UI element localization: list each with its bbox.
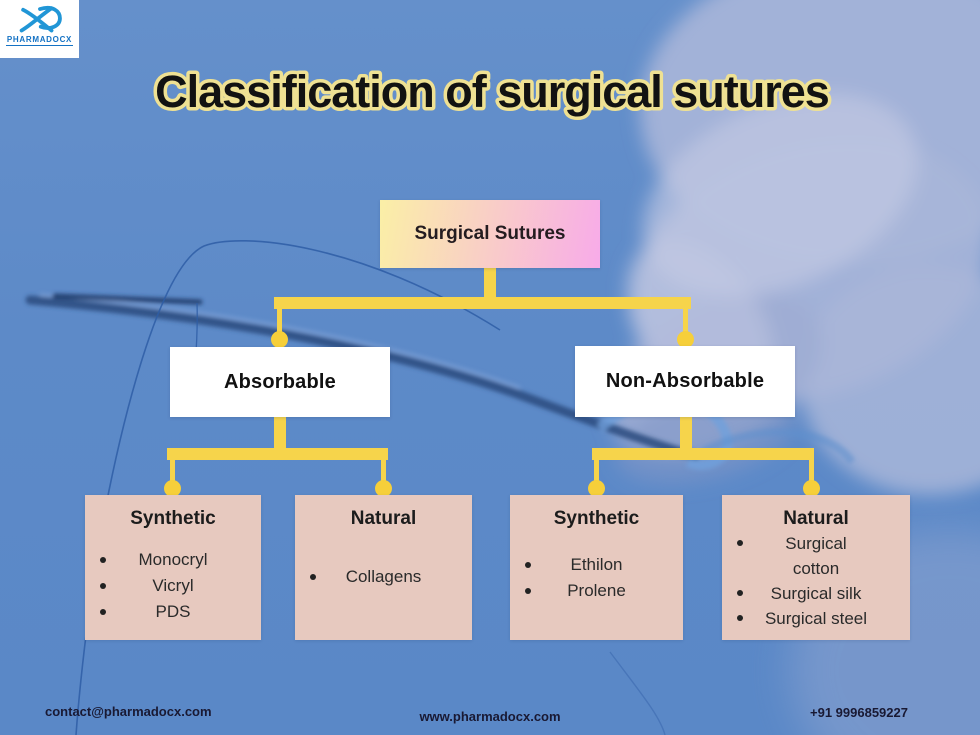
node-absorbable-synthetic: Synthetic Monocryl Vicryl PDS (85, 495, 261, 640)
node-absorbable: Absorbable (170, 347, 390, 417)
node-nonabsorbable-natural: Natural Surgical cotton Surgical silk Su… (722, 495, 910, 640)
item-list: Monocryl Vicryl PDS (85, 547, 261, 625)
bullet-icon (310, 574, 316, 580)
bullet-icon (525, 588, 531, 594)
item-list: Ethilon Prolene (510, 552, 683, 604)
node-surgical-sutures: Surgical Sutures (380, 200, 600, 268)
connector-node-icon (164, 480, 181, 497)
item-list: Collagens (295, 564, 472, 590)
logo: PHARMADOCX (0, 0, 79, 58)
list-item-label: Surgical cotton (785, 534, 847, 578)
connector-drop-absorbable (277, 309, 282, 335)
footer-email: contact@pharmadocx.com (45, 704, 212, 719)
list-item: Monocryl (85, 547, 261, 573)
connector-drop-synthetic-right (594, 460, 599, 485)
bullet-icon (100, 557, 106, 563)
connector-node-icon (375, 480, 392, 497)
title-block: Classification of surgical sutures (152, 63, 834, 121)
footer-phone: +91 9996859227 (810, 705, 908, 720)
connector-node-icon (803, 480, 820, 497)
page-title: Classification of surgical sutures (155, 66, 829, 117)
item-list: Surgical cotton Surgical silk Surgical s… (722, 531, 910, 631)
connector-node-icon (677, 331, 694, 348)
node-non-absorbable: Non-Absorbable (575, 346, 795, 417)
list-item-label: PDS (155, 602, 191, 621)
list-item: Vicryl (85, 573, 261, 599)
card-heading: Natural (783, 508, 849, 529)
node-label: Absorbable (223, 370, 337, 393)
bullet-icon (100, 583, 106, 589)
list-item-label: Ethilon (570, 555, 623, 574)
logo-brand-text: PHARMADOCX (5, 35, 74, 46)
connector-drop-nonabsorbable (683, 309, 688, 335)
bullet-icon (737, 540, 743, 546)
bullet-icon (737, 615, 743, 621)
list-item: PDS (85, 599, 261, 625)
list-item: Surgical silk (722, 581, 910, 606)
list-item-label: Prolene (567, 581, 626, 600)
card-heading: Natural (350, 508, 417, 529)
list-item-label: Monocryl (138, 550, 208, 569)
node-nonabsorbable-synthetic: Synthetic Ethilon Prolene (510, 495, 683, 640)
connector-node-icon (588, 480, 605, 497)
list-item: Surgical steel (722, 606, 910, 631)
connector-level2-left-bar (167, 448, 388, 460)
list-item: Ethilon (510, 552, 683, 578)
bullet-icon (525, 562, 531, 568)
bullet-icon (737, 590, 743, 596)
connector-level2-right-bar (592, 448, 814, 460)
pharmadocx-logo-icon (19, 5, 62, 33)
list-item: Collagens (295, 564, 472, 590)
bullet-icon (100, 609, 106, 615)
connector-drop-synthetic-left (170, 460, 175, 485)
list-item: Surgical cotton (722, 531, 910, 581)
card-heading: Synthetic (553, 508, 640, 529)
list-item-label: Vicryl (152, 576, 194, 595)
node-absorbable-natural: Natural Collagens (295, 495, 472, 640)
connector-node-icon (271, 331, 288, 348)
card-heading: Synthetic (130, 508, 216, 529)
node-label: Surgical Sutures (414, 223, 566, 244)
footer-website: www.pharmadocx.com (419, 709, 561, 724)
connector-drop-natural-right (809, 460, 814, 485)
list-item-label: Collagens (345, 567, 422, 586)
connector-level1-bar (274, 297, 691, 309)
list-item-label: Surgical steel (764, 609, 868, 628)
node-label: Non-Absorbable (605, 370, 765, 392)
connector-drop-natural-left (381, 460, 386, 485)
list-item-label: Surgical silk (770, 584, 862, 603)
list-item: Prolene (510, 578, 683, 604)
